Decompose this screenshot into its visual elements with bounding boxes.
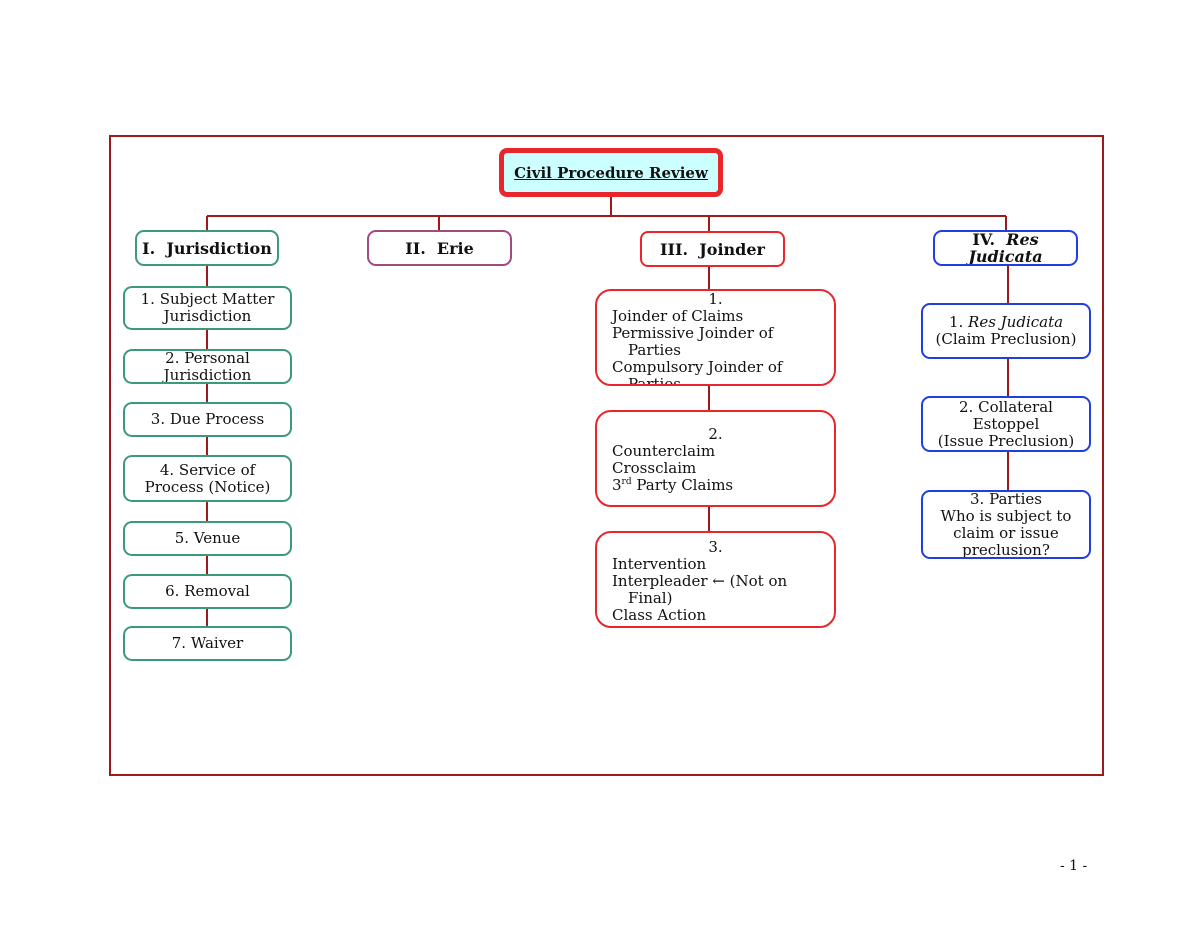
- group-line: Parties: [628, 375, 681, 386]
- res-judicata-title: IV. Res Judicata: [968, 230, 1043, 266]
- item-line: 3. Parties: [969, 490, 1042, 508]
- erie-node: II. Erie: [367, 230, 512, 266]
- group-number: 2.: [708, 425, 723, 443]
- page-number: - 1 -: [1060, 858, 1088, 874]
- jurisdiction-item-7: 7. Waiver: [123, 626, 292, 661]
- joinder-group-1: 1. Joinder of Claims Permissive Joinder …: [595, 289, 836, 386]
- group-line: Class Action: [612, 606, 707, 624]
- res-judicata-node: IV. Res Judicata: [933, 230, 1078, 266]
- group-line: Interpleader ← (Not on: [612, 572, 788, 590]
- group-line: Joinder of Claims: [612, 307, 744, 325]
- root-node: Civil Procedure Review: [499, 148, 723, 197]
- item-label: 1. Subject Matter Jurisdiction: [140, 290, 275, 325]
- erie-title: II. Erie: [405, 238, 474, 258]
- res-judicata-item-2: 2. Collateral Estoppel (Issue Preclusion…: [921, 396, 1091, 452]
- item-line: 2. Collateral: [959, 397, 1053, 416]
- item-label: 2. Personal Jurisdiction: [163, 349, 252, 384]
- group-line: Permissive Joinder of: [612, 324, 774, 342]
- item-line: preclusion?: [962, 540, 1050, 559]
- group-line: Parties: [628, 341, 681, 359]
- jurisdiction-item-5: 5. Venue: [123, 521, 292, 556]
- res-judicata-item-1: 1. Res Judicata (Claim Preclusion): [921, 303, 1091, 359]
- group-number: 3.: [708, 538, 723, 556]
- chart-frame: [109, 135, 1104, 776]
- joinder-group-2: 2. Counterclaim Crossclaim 3rd Party Cla…: [595, 410, 836, 507]
- item-line: Who is subject to: [940, 506, 1072, 525]
- item-sub: (Claim Preclusion): [935, 330, 1077, 348]
- jurisdiction-item-2: 2. Personal Jurisdiction: [123, 349, 292, 384]
- item-line: claim or issue: [953, 523, 1059, 542]
- jurisdiction-item-3: 3. Due Process: [123, 402, 292, 437]
- joinder-group-3: 3. Intervention Interpleader ← (Not on F…: [595, 531, 836, 628]
- item-label: 7. Waiver: [171, 634, 244, 652]
- group-line: Intervention: [612, 555, 707, 573]
- group-line: Crossclaim: [612, 459, 697, 477]
- group-line: 3rd Party Claims: [612, 476, 734, 494]
- group-line: Final): [628, 589, 673, 607]
- group-line: Counterclaim: [612, 442, 716, 460]
- item-label: 4. Service of Process (Notice): [144, 460, 271, 496]
- item-label: 3. Due Process: [150, 410, 265, 428]
- group-line: Compulsory Joinder of: [612, 358, 783, 376]
- res-judicata-item-3: 3. Parties Who is subject to claim or is…: [921, 490, 1091, 559]
- jurisdiction-item-6: 6. Removal: [123, 574, 292, 609]
- root-title: Civil Procedure Review: [514, 163, 708, 182]
- jurisdiction-item-1: 1. Subject Matter Jurisdiction: [123, 286, 292, 330]
- jurisdiction-title: I. Jurisdiction: [142, 238, 272, 258]
- joinder-title: III. Joinder: [660, 239, 765, 259]
- item-line: Estoppel: [972, 414, 1040, 433]
- item-label: 1. Res Judicata: [948, 313, 1064, 331]
- item-label: 5. Venue: [174, 529, 241, 547]
- item-label: 6. Removal: [165, 582, 250, 600]
- group-number: 1.: [708, 290, 723, 308]
- joinder-node: III. Joinder: [640, 231, 785, 267]
- item-line: (Issue Preclusion): [937, 431, 1075, 450]
- jurisdiction-item-4: 4. Service of Process (Notice): [123, 455, 292, 502]
- jurisdiction-node: I. Jurisdiction: [135, 230, 279, 266]
